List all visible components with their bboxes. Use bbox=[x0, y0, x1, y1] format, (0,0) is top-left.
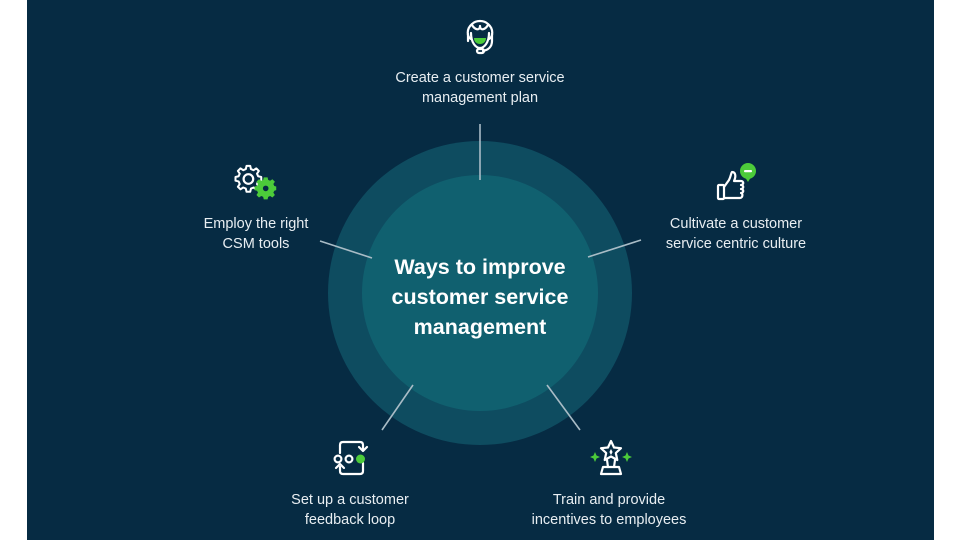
item-label-tools: Employ the right CSM tools bbox=[204, 215, 309, 254]
item-label-culture: Cultivate a customer service centric cul… bbox=[666, 215, 806, 254]
item-label-line: Employ the right bbox=[203, 216, 309, 232]
connector-line-tools bbox=[319, 240, 373, 259]
item-label-line: CSM tools bbox=[222, 235, 290, 252]
item-label-incentives: Train and provide incentives to employee… bbox=[532, 491, 687, 530]
item-label-line: Set up a customer bbox=[291, 492, 409, 508]
item-label-line: incentives to employees bbox=[531, 511, 687, 528]
center-title: Ways to improve customer service managem… bbox=[392, 252, 569, 342]
center-title-line: Ways to improve bbox=[394, 255, 566, 279]
trophy-star-icon bbox=[590, 439, 632, 476]
item-label-line: Cultivate a customer bbox=[669, 216, 803, 232]
item-label-line: Create a customer service bbox=[395, 70, 565, 86]
feedback-loop-icon bbox=[333, 440, 369, 476]
inner-circle bbox=[362, 175, 598, 411]
item-label-line: service centric culture bbox=[665, 235, 807, 252]
connector-line-incentives bbox=[546, 384, 581, 431]
item-label-line: Train and provide bbox=[552, 492, 666, 508]
headset-agent-icon bbox=[466, 19, 494, 55]
thumbs-up-chat-icon bbox=[716, 163, 756, 201]
gears-icon bbox=[234, 164, 277, 200]
item-label-line: management plan bbox=[421, 89, 539, 106]
connector-line-culture bbox=[587, 239, 642, 258]
center-title-line: management bbox=[413, 315, 547, 339]
connector-line-feedback bbox=[381, 384, 414, 431]
item-label-plan: Create a customer service management pla… bbox=[395, 69, 564, 108]
center-title-line: customer service bbox=[391, 285, 569, 309]
item-label-feedback: Set up a customer feedback loop bbox=[291, 491, 409, 530]
item-label-line: feedback loop bbox=[304, 511, 396, 528]
